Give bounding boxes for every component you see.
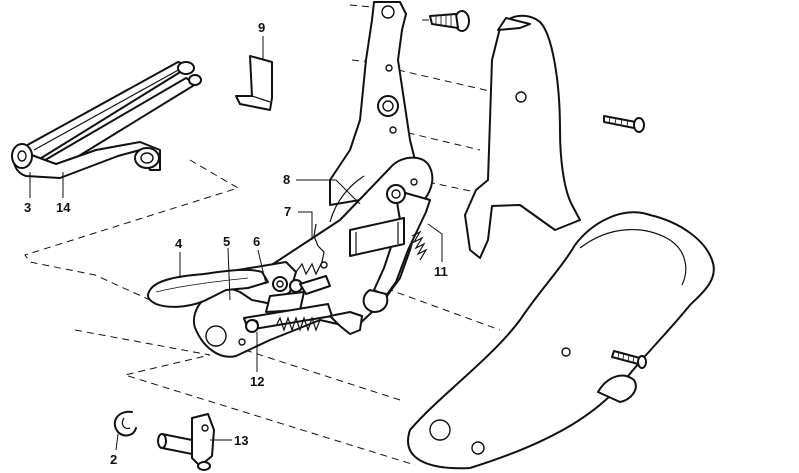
end-cap-part-3 [11,143,33,169]
top-screw [429,10,470,32]
callout-14: 14 [56,200,71,215]
pawl-spring-part-12 [243,303,363,335]
callout-9: 9 [258,20,265,35]
callout-6: 6 [253,234,260,249]
callout-11: 11 [434,264,448,279]
leader-lines [29,36,443,451]
circlip-part-2 [113,410,137,437]
slide-rod-part-14 [12,61,202,179]
coil-spring-part-7 [295,223,325,276]
right-pivot-plate [464,14,581,259]
pivot-pin-part-13 [157,413,215,471]
callout-3: 3 [24,200,31,215]
cover-screw [611,350,647,369]
grip-handle-part-4 [147,268,269,308]
callout-labels: 2 3 4 5 6 7 8 9 11 12 13 14 [24,20,448,467]
callout-8: 8 [283,172,290,187]
side-screw [603,115,645,133]
callout-5: 5 [223,234,230,249]
link-spring-part-11 [349,184,431,313]
callout-2: 2 [110,452,117,467]
callout-7: 7 [284,204,291,219]
callout-4: 4 [175,236,183,251]
angle-bracket-part-9 [235,55,273,111]
seat-side-cover [407,211,715,470]
callout-12: 12 [250,374,264,389]
callout-13: 13 [234,433,248,448]
